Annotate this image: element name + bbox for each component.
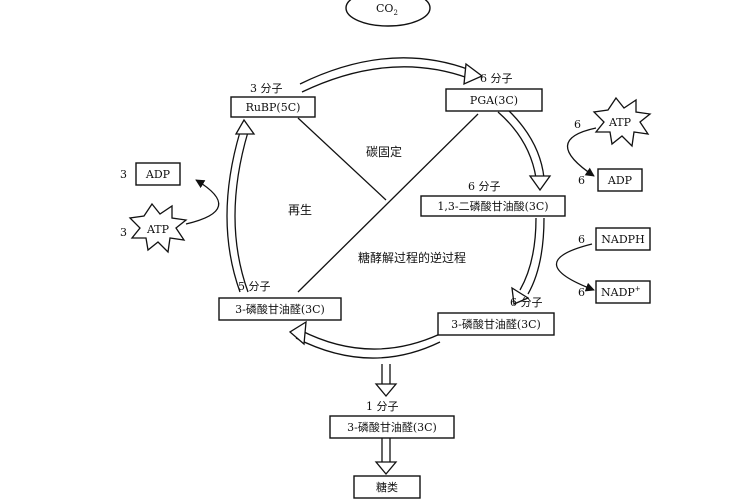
rubp-label: RuBP(5C) bbox=[246, 101, 301, 114]
adp-right-label: ADP bbox=[607, 174, 633, 187]
atp-right-count: 6 bbox=[574, 118, 581, 131]
arrow-output-g3p bbox=[374, 364, 398, 398]
nadph-label: NADPH bbox=[601, 233, 644, 246]
svg-text:NADP+: NADP+ bbox=[601, 285, 641, 299]
adp-right-box: ADP bbox=[597, 168, 643, 192]
atp-left-label: ATP bbox=[146, 223, 170, 236]
g3p-out-box: 3-磷酸甘油醛(3C) bbox=[329, 415, 455, 439]
g3p-right-count: 6 分子 bbox=[510, 296, 543, 309]
atp-left-count: 3 bbox=[120, 226, 127, 239]
bpg-box: 1,3-二磷酸甘油酸(3C) bbox=[420, 195, 566, 217]
g3p-out-count: 1 分子 bbox=[366, 400, 399, 413]
arrow-pga-to-bpg bbox=[497, 107, 552, 192]
g3p-right-label: 3-磷酸甘油醛(3C) bbox=[451, 317, 541, 331]
atp-right-burst-icon: ATP bbox=[592, 96, 652, 148]
nadph-box: NADPH bbox=[595, 227, 651, 251]
region-reverse-glycolysis-label: 糖酵解过程的逆过程 bbox=[358, 250, 466, 265]
pga-count: 6 分子 bbox=[480, 72, 513, 85]
nadp-box: NADP+ bbox=[595, 280, 651, 304]
arrow-nadph-nadp bbox=[556, 243, 595, 292]
pga-box: PGA(3C) bbox=[445, 88, 543, 112]
bpg-count: 6 分子 bbox=[468, 180, 501, 193]
nadp-label: NADP bbox=[601, 286, 635, 299]
region-regeneration-label: 再生 bbox=[288, 203, 312, 217]
arrow-bpg-to-g3p bbox=[511, 217, 545, 305]
nadph-count: 6 bbox=[578, 233, 585, 246]
g3p-left-count: 5 分子 bbox=[238, 280, 271, 293]
region-fixation-label: 碳固定 bbox=[366, 144, 402, 159]
co2-node: CO2 bbox=[345, 0, 431, 27]
adp-left-count: 3 bbox=[120, 168, 127, 181]
bpg-label: 1,3-二磷酸甘油酸(3C) bbox=[437, 199, 548, 213]
pga-label: PGA(3C) bbox=[470, 94, 518, 107]
g3p-right-box: 3-磷酸甘油醛(3C) bbox=[437, 312, 555, 336]
adp-right-count: 6 bbox=[578, 174, 585, 187]
arrow-g3p-left-to-rubp bbox=[226, 118, 256, 293]
svg-text:CO2: CO2 bbox=[376, 2, 398, 17]
co2-subscript: 2 bbox=[393, 9, 397, 17]
sugar-box: 糖类 bbox=[353, 475, 421, 499]
nadp-superscript: + bbox=[635, 285, 641, 293]
divider-regeneration bbox=[297, 117, 387, 201]
adp-left-box: ADP bbox=[135, 162, 181, 186]
g3p-left-label: 3-磷酸甘油醛(3C) bbox=[235, 302, 325, 316]
arrow-to-sugar bbox=[374, 438, 398, 476]
g3p-left-box: 3-磷酸甘油醛(3C) bbox=[218, 297, 342, 321]
sugar-label: 糖类 bbox=[376, 480, 398, 494]
g3p-out-label: 3-磷酸甘油醛(3C) bbox=[347, 420, 437, 434]
atp-left-burst-icon: ATP bbox=[128, 202, 188, 254]
atp-right-label: ATP bbox=[608, 116, 632, 129]
adp-left-label: ADP bbox=[145, 168, 171, 181]
arrow-atp-adp-left bbox=[185, 179, 220, 225]
rubp-box: RuBP(5C) bbox=[230, 96, 316, 118]
co2-label: CO bbox=[376, 2, 393, 15]
rubp-count: 3 分子 bbox=[250, 82, 283, 95]
nadp-count: 6 bbox=[578, 286, 585, 299]
arrow-rubp-to-pga bbox=[299, 57, 484, 93]
arrow-g3p-right-to-left bbox=[288, 320, 441, 359]
arrow-atp-adp-right bbox=[566, 127, 597, 177]
divider-fixation bbox=[297, 113, 479, 293]
